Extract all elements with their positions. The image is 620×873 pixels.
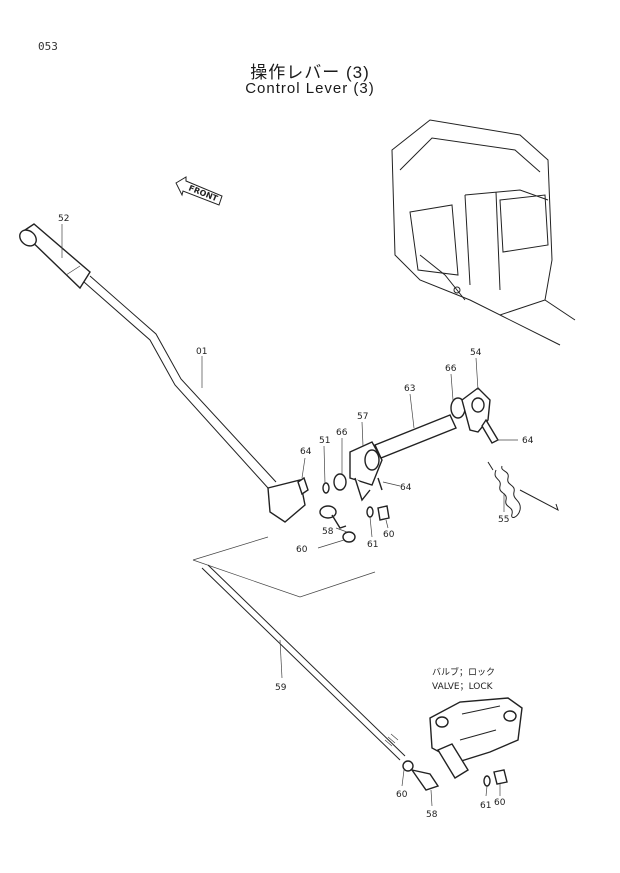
part-label-01: 01 xyxy=(196,347,207,357)
part-label-58: 58 xyxy=(322,527,334,537)
valve-label-english: VALVE；LOCK xyxy=(432,682,494,692)
washer-61-lower xyxy=(483,775,491,787)
washer-51 xyxy=(322,482,330,494)
part-label-52: 52 xyxy=(58,214,69,224)
part-label-60: 60 xyxy=(396,790,408,800)
washer-61-upper xyxy=(366,506,374,518)
rod-59 xyxy=(201,564,406,761)
grip-52 xyxy=(19,223,91,290)
part-label-66: 66 xyxy=(445,364,457,374)
nut-60-lower xyxy=(493,769,508,785)
part-label-64: 64 xyxy=(522,436,534,446)
nut-60-upper-left xyxy=(342,531,356,543)
part-label-60: 60 xyxy=(383,530,395,540)
front-label: FRONT xyxy=(187,184,219,204)
spring-55 xyxy=(487,461,559,518)
part-label-51: 51 xyxy=(319,436,330,446)
front-arrow-icon: FRONT xyxy=(175,176,223,206)
pin-64-center xyxy=(377,477,383,491)
part-label-64: 64 xyxy=(300,447,312,457)
lever-rod-01 xyxy=(83,275,306,523)
rod-end-58-upper xyxy=(319,505,347,529)
rod-end-58-lower xyxy=(402,760,440,791)
pivot-block-57 xyxy=(349,441,383,502)
title-japanese: 操作レバー (3) xyxy=(250,63,370,82)
part-label-61: 61 xyxy=(367,540,378,550)
part-label-54: 54 xyxy=(470,348,482,358)
part-label-63: 63 xyxy=(404,384,415,394)
nut-60-upper-right xyxy=(377,505,390,521)
linkage-outline xyxy=(192,536,376,598)
shaft-63 xyxy=(374,414,457,459)
part-label-66: 66 xyxy=(336,428,348,438)
part-label-60: 60 xyxy=(296,545,308,555)
bracket-54 xyxy=(450,387,499,444)
part-label-58: 58 xyxy=(426,810,438,820)
valve-label-japanese: バルブ；ロック xyxy=(432,666,495,678)
pin-64-left xyxy=(297,476,309,496)
bush-66-left xyxy=(333,473,347,491)
valve-lock-assembly xyxy=(429,697,523,779)
part-label-60: 60 xyxy=(494,798,506,808)
part-label-64: 64 xyxy=(400,483,412,493)
page-number: 053 xyxy=(38,40,58,53)
part-label-55: 55 xyxy=(498,515,509,525)
title-english: Control Lever (3) xyxy=(245,80,375,97)
part-label-59: 59 xyxy=(275,683,287,693)
part-label-61: 61 xyxy=(480,801,491,811)
leader-lines xyxy=(61,224,518,807)
part-label-57: 57 xyxy=(357,412,368,422)
cab-illustration xyxy=(391,119,576,346)
